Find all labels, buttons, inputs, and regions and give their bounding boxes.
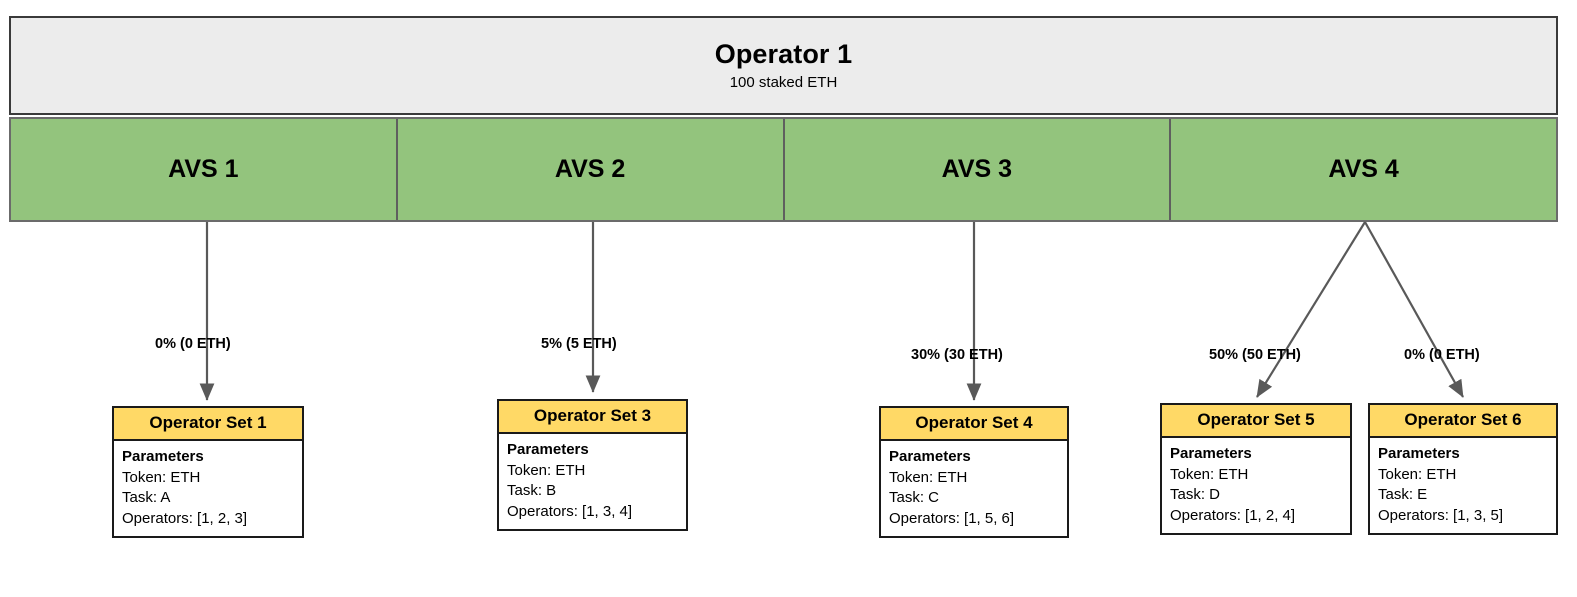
operator-set-params: Parameters Token: ETH Task: E Operators:… (1370, 438, 1556, 533)
avs-node-4[interactable]: AVS 4 (1171, 119, 1556, 220)
param-task: Task: E (1378, 486, 1428, 504)
param-token: Token: ETH (1170, 465, 1249, 483)
params-heading: Parameters (507, 440, 589, 458)
param-operators: Operators: [1, 2, 3] (122, 509, 248, 527)
operator-set-box-3[interactable]: Operator Set 3 Parameters Token: ETH Tas… (497, 399, 688, 531)
params-heading: Parameters (1378, 444, 1460, 462)
param-operators: Operators: [1, 3, 5] (1378, 506, 1504, 524)
avs-row: AVS 1 AVS 2 AVS 3 AVS 4 (9, 117, 1558, 222)
param-token: Token: ETH (122, 468, 201, 486)
edge-label-avs1-opset1: 0% (0 ETH) (155, 336, 231, 352)
operator-set-title: Operator Set 1 (114, 408, 302, 441)
operator-set-params: Parameters Token: ETH Task: B Operators:… (499, 434, 686, 529)
avs-node-2[interactable]: AVS 2 (397, 119, 785, 220)
edge-label-avs3-opset4: 30% (30 ETH) (911, 347, 1003, 363)
params-heading: Parameters (889, 447, 971, 465)
operator-set-box-5[interactable]: Operator Set 5 Parameters Token: ETH Tas… (1160, 403, 1352, 535)
param-operators: Operators: [1, 5, 6] (889, 509, 1015, 527)
param-task: Task: D (1170, 486, 1221, 504)
operator-name: Operator 1 (714, 39, 853, 70)
operator-set-params: Parameters Token: ETH Task: C Operators:… (881, 441, 1067, 536)
operator-set-title: Operator Set 6 (1370, 405, 1556, 438)
operator-set-title: Operator Set 3 (499, 401, 686, 434)
avs-node-1[interactable]: AVS 1 (11, 119, 398, 220)
param-token: Token: ETH (1378, 465, 1457, 483)
param-token: Token: ETH (889, 468, 968, 486)
param-task: Task: A (122, 489, 171, 507)
edge-label-avs4-opset5: 50% (50 ETH) (1209, 347, 1301, 363)
param-operators: Operators: [1, 3, 4] (507, 502, 633, 520)
operator-set-params: Parameters Token: ETH Task: A Operators:… (114, 441, 302, 536)
avs-node-3[interactable]: AVS 3 (784, 119, 1172, 220)
edge-label-avs2-opset3: 5% (5 ETH) (541, 336, 617, 352)
param-token: Token: ETH (507, 461, 586, 479)
operator-set-box-6[interactable]: Operator Set 6 Parameters Token: ETH Tas… (1368, 403, 1558, 535)
edge-label-avs4-opset6: 0% (0 ETH) (1404, 347, 1480, 363)
edge-avs4-opset6 (1364, 221, 1464, 398)
param-operators: Operators: [1, 2, 4] (1170, 506, 1296, 524)
operator-set-title: Operator Set 4 (881, 408, 1067, 441)
operator-set-params: Parameters Token: ETH Task: D Operators:… (1162, 438, 1350, 533)
edge-avs4-opset5 (1256, 221, 1366, 398)
operator-set-box-1[interactable]: Operator Set 1 Parameters Token: ETH Tas… (112, 406, 304, 538)
operator-set-box-4[interactable]: Operator Set 4 Parameters Token: ETH Tas… (879, 406, 1069, 538)
params-heading: Parameters (1170, 444, 1252, 462)
operator-stake: 100 staked ETH (729, 73, 838, 91)
operator-set-title: Operator Set 5 (1162, 405, 1350, 438)
params-heading: Parameters (122, 447, 204, 465)
param-task: Task: B (507, 482, 557, 500)
param-task: Task: C (889, 489, 940, 507)
operator-node[interactable]: Operator 1 100 staked ETH (9, 16, 1558, 115)
